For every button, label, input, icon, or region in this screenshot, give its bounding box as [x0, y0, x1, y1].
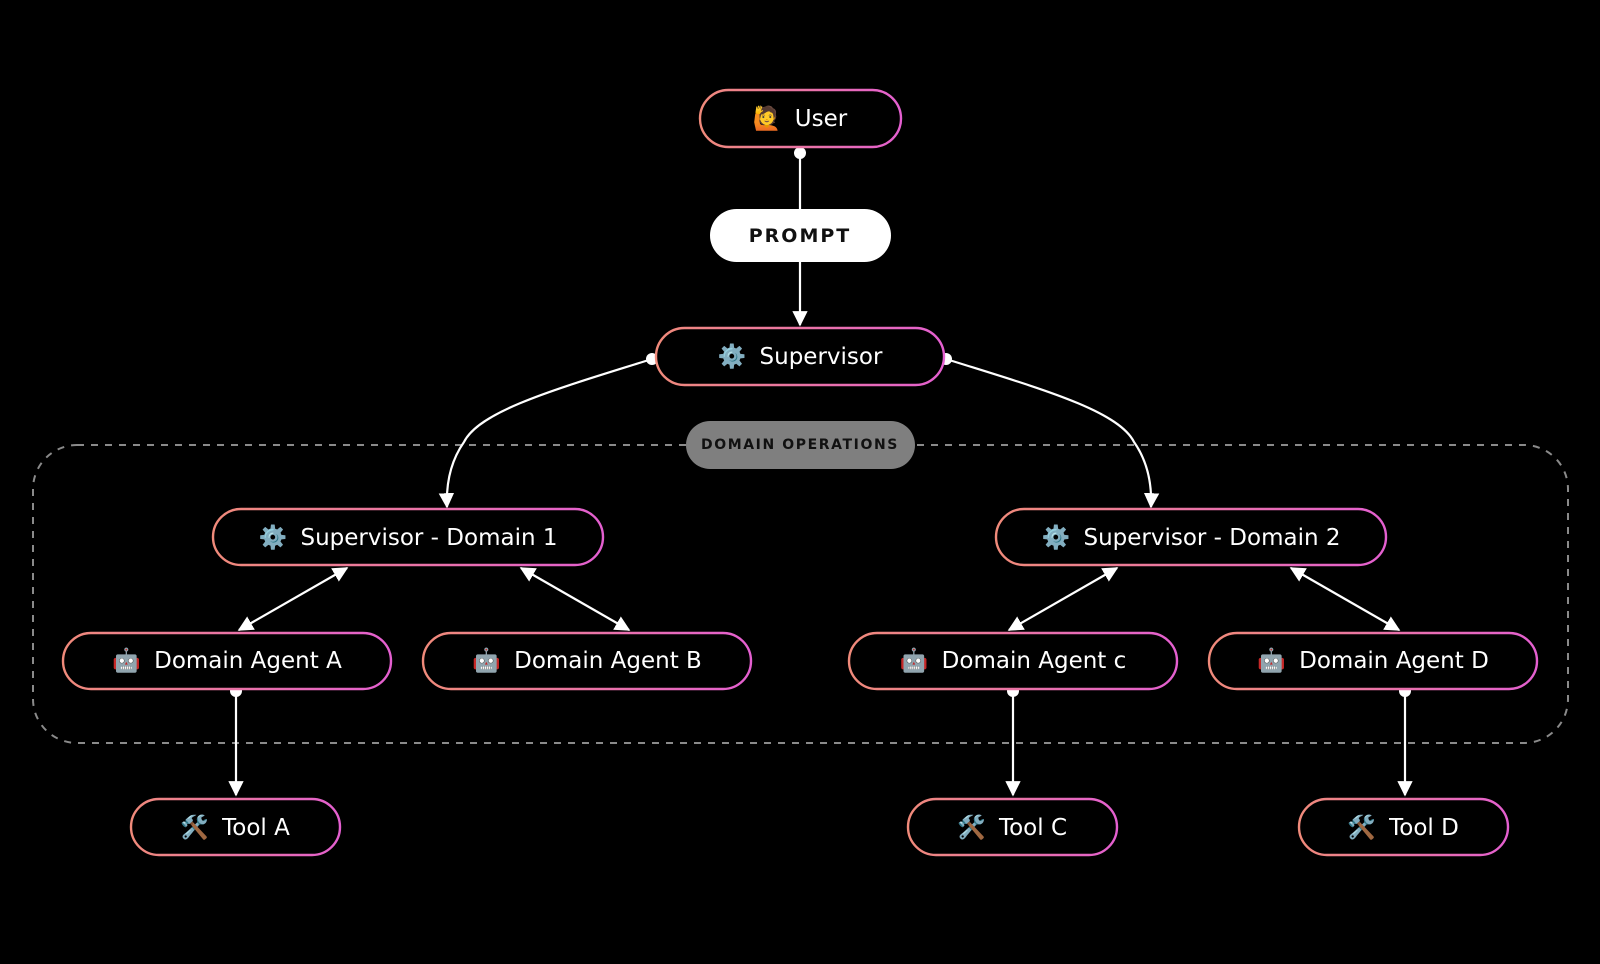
edge-supervisor-to-domain1 [438, 357, 653, 509]
node-tool-c[interactable]: 🛠️ Tool C [906, 797, 1119, 857]
node-supervisor-domain-2[interactable]: ⚙️ Supervisor - Domain 2 [994, 507, 1388, 567]
node-supervisor-domain-1-label: Supervisor - Domain 1 [300, 525, 557, 551]
prompt-pill [710, 209, 891, 262]
edge-dot-user [794, 147, 806, 159]
node-supervisor[interactable]: ⚙️ Supervisor [654, 326, 946, 387]
node-tool-a-label: Tool A [221, 815, 290, 841]
robot-icon: 🤖 [1257, 647, 1286, 674]
node-domain-agent-b-label: Domain Agent B [514, 648, 702, 674]
node-supervisor-label: Supervisor [760, 344, 883, 370]
robot-icon: 🤖 [472, 647, 501, 674]
svg-text:🛠️ Tool A: 🛠️ Tool A [180, 813, 290, 841]
node-tool-d-label: Tool D [1388, 815, 1459, 841]
hammer-and-wrench-icon: 🛠️ [180, 813, 209, 841]
node-domain-agent-d[interactable]: 🤖 Domain Agent D [1207, 631, 1539, 691]
robot-icon: 🤖 [112, 647, 141, 674]
domain-operations-label: DOMAIN OPERATIONS [686, 421, 915, 469]
node-supervisor-domain-2-label: Supervisor - Domain 2 [1083, 525, 1340, 551]
hammer-and-wrench-icon: 🛠️ [1347, 813, 1376, 841]
svg-text:⚙️ Supervisor - Domain 1: ⚙️ Supervisor - Domain 1 [259, 524, 558, 551]
node-domain-agent-c-label: Domain Agent c [942, 648, 1127, 674]
domain-operations-group [32, 444, 1569, 744]
person-raising-hand-icon: 🙋 [753, 105, 782, 132]
svg-text:🤖 Domain Agent B: 🤖 Domain Agent B [472, 647, 702, 674]
svg-text:🛠️ Tool D: 🛠️ Tool D [1347, 813, 1459, 841]
svg-text:🤖 Domain Agent D: 🤖 Domain Agent D [1257, 647, 1489, 674]
svg-text:🤖 Domain Agent A: 🤖 Domain Agent A [112, 647, 342, 674]
gear-icon: ⚙️ [718, 343, 747, 370]
prompt-label: PROMPT [749, 225, 852, 247]
node-domain-agent-a[interactable]: 🤖 Domain Agent A [61, 631, 393, 691]
edge-domain2-agent-c [1007, 567, 1119, 631]
node-user-label: User [795, 106, 848, 132]
node-domain-agent-d-label: Domain Agent D [1299, 648, 1489, 674]
node-supervisor-domain-1[interactable]: ⚙️ Supervisor - Domain 1 [211, 507, 605, 567]
robot-icon: 🤖 [900, 647, 929, 674]
svg-text:⚙️ Supervisor - Domain 2: ⚙️ Supervisor - Domain 2 [1042, 524, 1341, 551]
node-tool-a[interactable]: 🛠️ Tool A [129, 797, 342, 857]
edge-domain1-agent-a [237, 567, 349, 631]
gear-icon: ⚙️ [259, 524, 288, 551]
domain-operations-pill [686, 421, 915, 469]
svg-text:⚙️ Supervisor: ⚙️ Supervisor [718, 343, 883, 370]
node-domain-agent-a-label: Domain Agent A [154, 648, 342, 674]
edge-supervisor-to-domain2 [945, 357, 1160, 509]
gear-icon: ⚙️ [1042, 524, 1071, 551]
svg-text:🤖 Domain Agent c: 🤖 Domain Agent c [900, 647, 1127, 674]
hammer-and-wrench-icon: 🛠️ [957, 813, 986, 841]
node-domain-agent-b[interactable]: 🤖 Domain Agent B [421, 631, 753, 691]
edge-domain2-agent-d [1289, 567, 1401, 631]
node-user[interactable]: 🙋 User [698, 88, 903, 149]
svg-text:🙋 User: 🙋 User [753, 105, 848, 132]
node-tool-d[interactable]: 🛠️ Tool D [1297, 797, 1510, 857]
node-tool-c-label: Tool C [998, 815, 1067, 841]
domain-operations-text: DOMAIN OPERATIONS [701, 437, 899, 453]
edge-domain1-agent-b [519, 567, 631, 631]
prompt-edge-label: PROMPT [710, 209, 891, 262]
svg-text:🛠️ Tool C: 🛠️ Tool C [957, 813, 1067, 841]
node-domain-agent-c[interactable]: 🤖 Domain Agent c [847, 631, 1179, 691]
